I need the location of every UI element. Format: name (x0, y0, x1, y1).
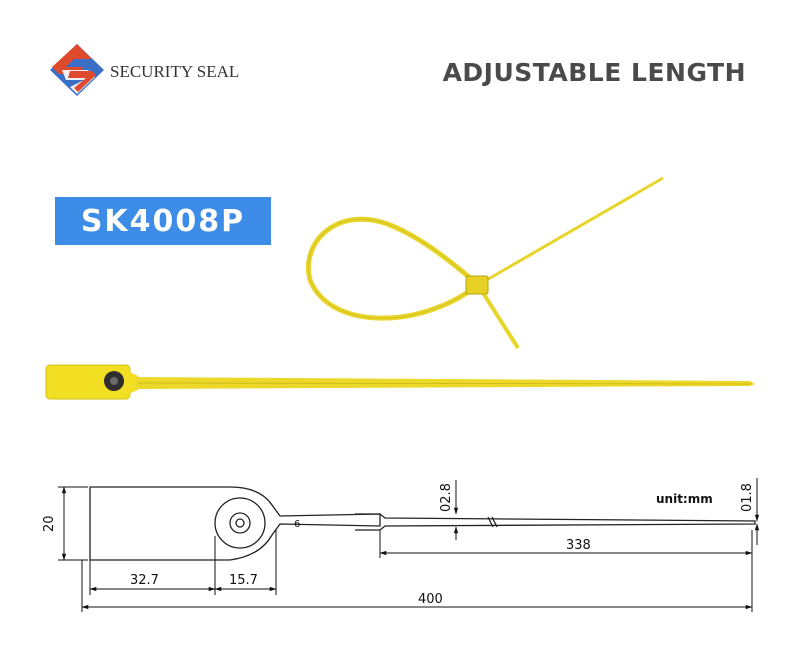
strap-thickness-dim-label: 02.8 (439, 483, 454, 512)
page-title: ADJUSTABLE LENGTH (442, 58, 746, 87)
strap-length-dim-label: 338 (566, 538, 591, 553)
model-badge: SK4008P (55, 197, 271, 245)
product-photo (45, 176, 755, 400)
tip-thickness-dim-label: 01.8 (740, 483, 755, 512)
ring-mark-label: 6 (294, 519, 300, 530)
straight-seal (45, 364, 755, 400)
height-dim-label: 20 (42, 515, 57, 532)
looped-seal (306, 176, 664, 350)
ring-length-dim-label: 15.7 (229, 573, 258, 588)
brand-logo-icon (50, 44, 104, 96)
seal-outline (89, 486, 756, 561)
body-length-dim-label: 32.7 (130, 573, 159, 588)
brand-name: SECURITY SEAL (110, 62, 240, 81)
unit-note: unit:mm (656, 492, 713, 506)
total-length-dim-label: 400 (418, 592, 443, 607)
brand-logo: SECURITY SEAL (48, 42, 248, 98)
